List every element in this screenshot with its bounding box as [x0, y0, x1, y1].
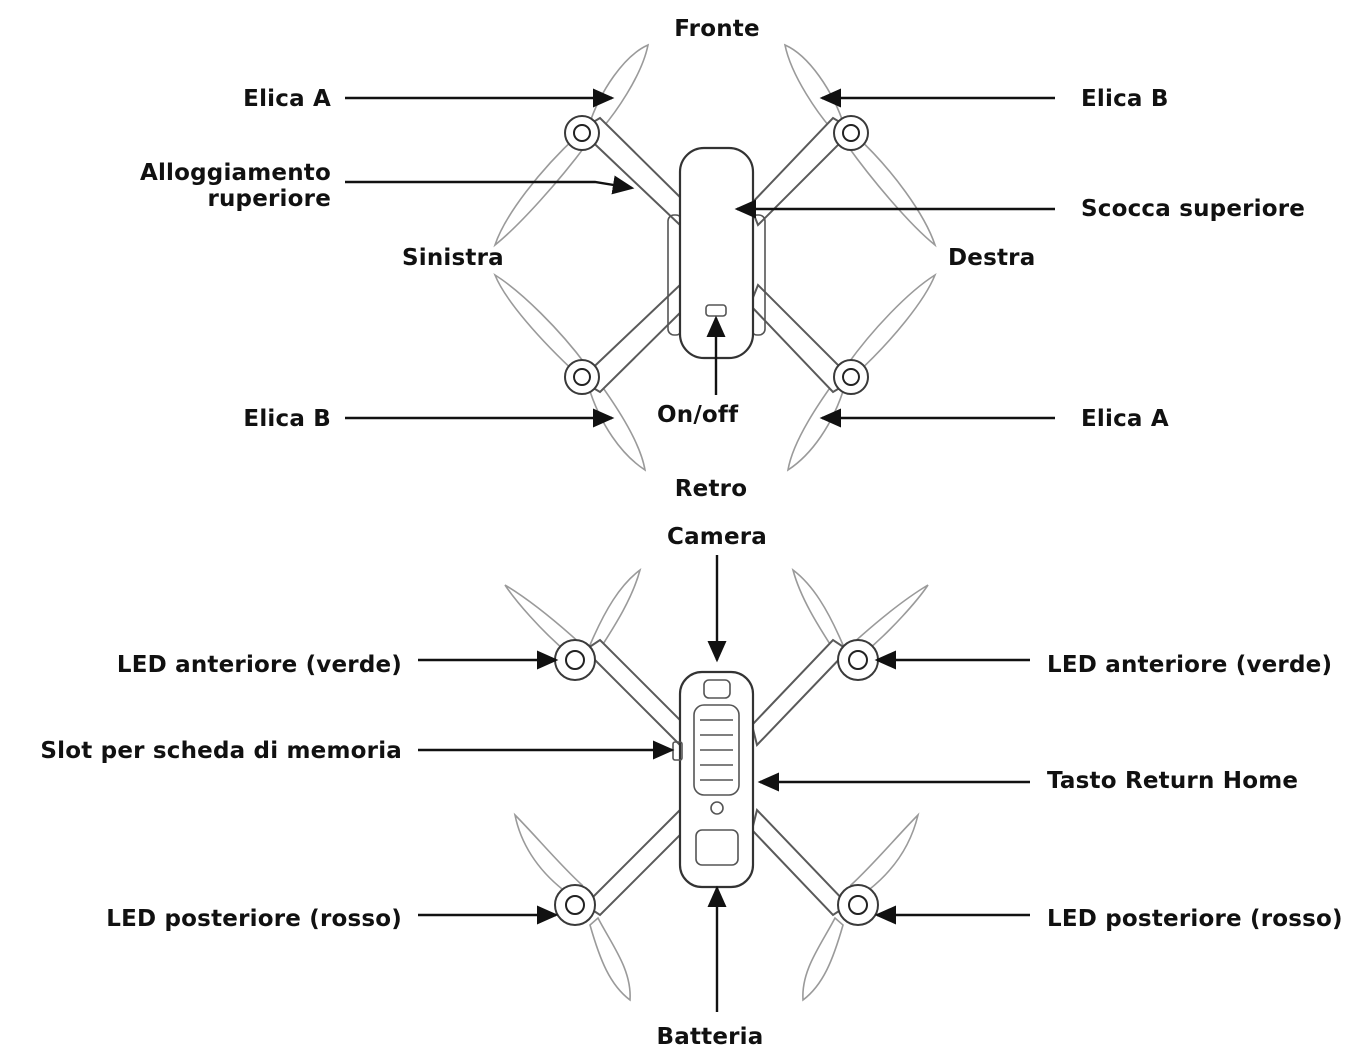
vent-lines [700, 719, 733, 781]
led-hub-rear-right [848, 895, 868, 915]
prop-bottom-rear-left [513, 812, 631, 1002]
label-prop-a-front-left: Elica A [243, 86, 331, 112]
label-prop-a-rear-right: Elica A [1081, 406, 1169, 432]
return-home-button-shape [710, 801, 724, 815]
label-right: Destra [948, 245, 1036, 271]
label-rear: Retro [674, 476, 748, 502]
arm-bottom-rear-left [583, 808, 687, 917]
label-prop-b-rear-left: Elica B [243, 406, 331, 432]
led-hub-rear-left [565, 895, 585, 915]
top-view-drone [493, 43, 937, 472]
hub-rear-right [842, 368, 860, 386]
bottom-view-drone [504, 567, 929, 1002]
label-upper-housing-line1: Alloggiamento [139, 160, 331, 186]
label-upper-housing: Alloggiamento ruperiore [140, 160, 331, 213]
label-led-front-right: LED anteriore (verde) [1047, 652, 1333, 678]
label-left: Sinistra [402, 245, 504, 271]
led-hub-front-right [848, 650, 868, 670]
prop-bottom-front-right [791, 567, 929, 657]
label-prop-b-front-right: Elica B [1081, 86, 1169, 112]
prop-front-right [783, 43, 937, 248]
hub-front-right [842, 124, 860, 142]
line-upper-housing [345, 175, 635, 195]
prop-bottom-rear-right [802, 812, 920, 1002]
hub-rear-left [573, 368, 591, 386]
label-memory-slot: Slot per scheda di memoria [40, 738, 402, 764]
hub-front-left [573, 124, 591, 142]
battery-compartment-shape [695, 829, 739, 866]
label-led-rear-right: LED posteriore (rosso) [1047, 906, 1343, 932]
prop-bottom-front-left [504, 567, 642, 657]
callout-lines [345, 88, 1055, 1012]
arm-bottom-front-right [750, 638, 850, 747]
camera-lens-shape [703, 679, 731, 699]
arm-bottom-rear-right [750, 808, 850, 917]
label-front: Fronte [674, 16, 760, 42]
arm-bottom-front-left [583, 638, 687, 747]
led-hub-front-left [565, 650, 585, 670]
label-upper-housing-line2: ruperiore [207, 186, 331, 213]
prop-rear-right [786, 273, 937, 472]
label-led-front-left: LED anteriore (verde) [116, 652, 402, 678]
vent-grille-shape [693, 704, 740, 796]
label-camera: Camera [666, 524, 768, 550]
label-return-home: Tasto Return Home [1047, 768, 1299, 794]
label-battery: Batteria [656, 1024, 764, 1050]
label-led-rear-left: LED posteriore (rosso) [106, 906, 402, 932]
label-upper-shell: Scocca superiore [1081, 196, 1306, 222]
label-power: On/off [657, 402, 739, 428]
